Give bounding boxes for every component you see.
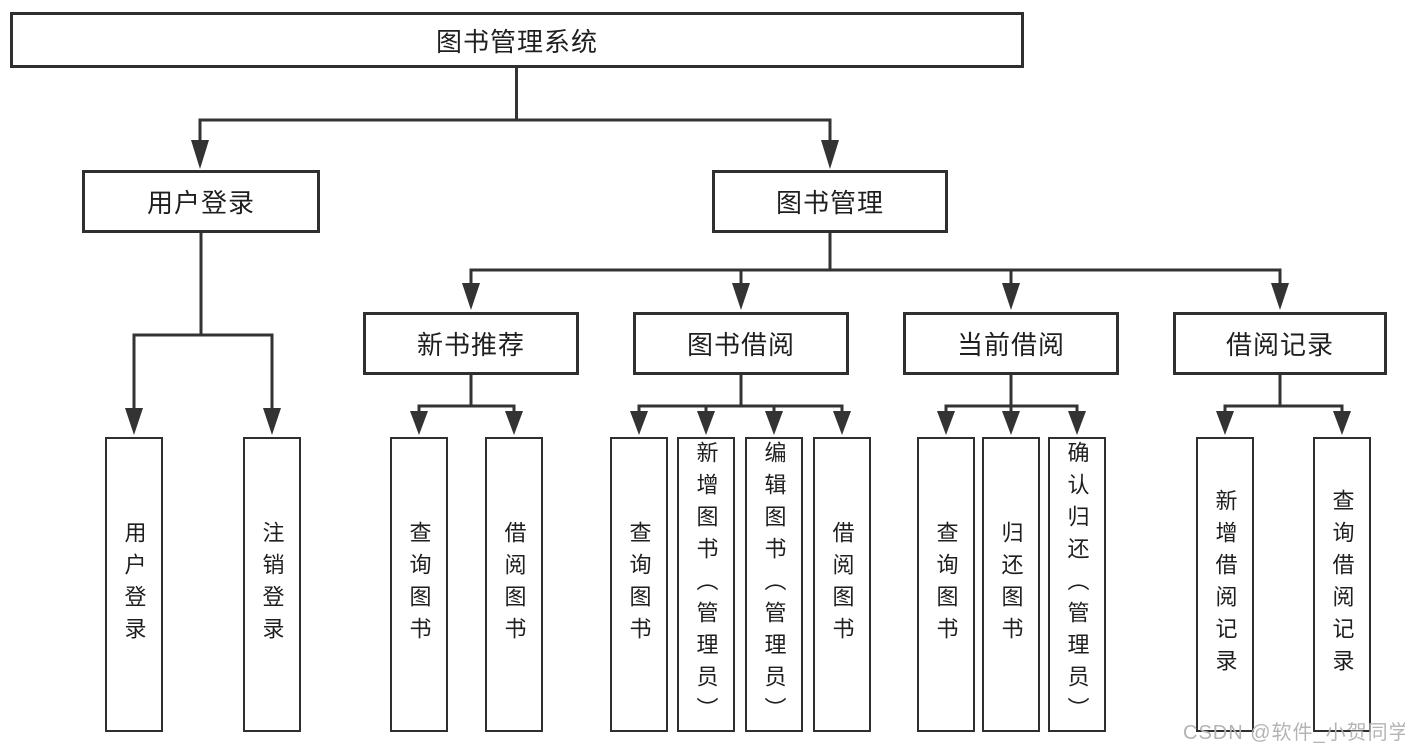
node-user-login: 用户登录 — [82, 170, 320, 233]
connector-root-to-level2 — [191, 68, 839, 169]
leaf-label: 查询图书 — [626, 520, 652, 649]
leaf-query-books-recommend: 查询图书 — [390, 437, 448, 732]
node-label: 当前借阅 — [956, 330, 1065, 360]
leaf-user-login: 用户登录 — [105, 437, 163, 732]
node-book-management: 图书管理 — [712, 170, 948, 233]
connector-new-book-to-leaves — [410, 373, 523, 435]
node-borrowing-records: 借阅记录 — [1173, 312, 1387, 375]
leaf-label: 查询图书 — [933, 520, 959, 649]
connector-book-management-to-level3 — [462, 233, 1289, 310]
node-label: 借阅记录 — [1225, 330, 1334, 360]
leaf-label: 归还图书 — [998, 520, 1024, 649]
leaf-label: 借阅图书 — [829, 520, 855, 649]
leaf-label: 用户登录 — [121, 520, 147, 649]
leaf-query-books-borrow: 查询图书 — [610, 437, 668, 732]
node-new-book-recommendation: 新书推荐 — [363, 312, 579, 375]
leaf-label: 确认归还（管理员） — [1064, 440, 1090, 729]
node-library-management-system: 图书管理系统 — [10, 12, 1024, 68]
leaf-add-borrow-record: 新增借阅记录 — [1196, 437, 1254, 732]
leaf-label: 借阅图书 — [501, 520, 527, 649]
node-label: 图书管理系统 — [435, 26, 598, 57]
leaf-label: 查询借阅记录 — [1329, 488, 1355, 681]
leaf-add-book-admin: 新增图书（管理员） — [677, 437, 735, 732]
leaf-borrow-books-recommend: 借阅图书 — [485, 437, 543, 732]
node-current-borrowing: 当前借阅 — [903, 312, 1119, 375]
connector-book-borrow-to-leaves — [630, 373, 851, 435]
leaf-logout: 注销登录 — [243, 437, 301, 732]
leaf-query-borrow-record: 查询借阅记录 — [1313, 437, 1371, 732]
connector-current-borrow-to-leaves — [937, 373, 1086, 435]
node-label: 图书管理 — [775, 188, 884, 218]
leaf-edit-book-admin: 编辑图书（管理员） — [745, 437, 803, 732]
leaf-label: 新增图书（管理员） — [693, 440, 719, 729]
connector-user-login-to-leaves — [125, 231, 281, 435]
leaf-label: 新增借阅记录 — [1212, 488, 1238, 681]
node-label: 用户登录 — [146, 188, 255, 218]
node-label: 新书推荐 — [416, 330, 525, 360]
leaf-label: 查询图书 — [406, 520, 432, 649]
leaf-confirm-return-admin: 确认归还（管理员） — [1048, 437, 1106, 732]
leaf-query-books-current: 查询图书 — [917, 437, 975, 732]
leaf-borrow-books: 借阅图书 — [813, 437, 871, 732]
leaf-label: 编辑图书（管理员） — [761, 440, 787, 729]
leaf-label: 注销登录 — [259, 520, 285, 649]
node-label: 图书借阅 — [686, 330, 795, 360]
connector-borrow-record-to-leaves — [1216, 373, 1351, 435]
watermark: CSDN @软件_小贺同学 — [1183, 722, 1405, 744]
leaf-return-book: 归还图书 — [982, 437, 1040, 732]
node-book-borrowing: 图书借阅 — [633, 312, 849, 375]
